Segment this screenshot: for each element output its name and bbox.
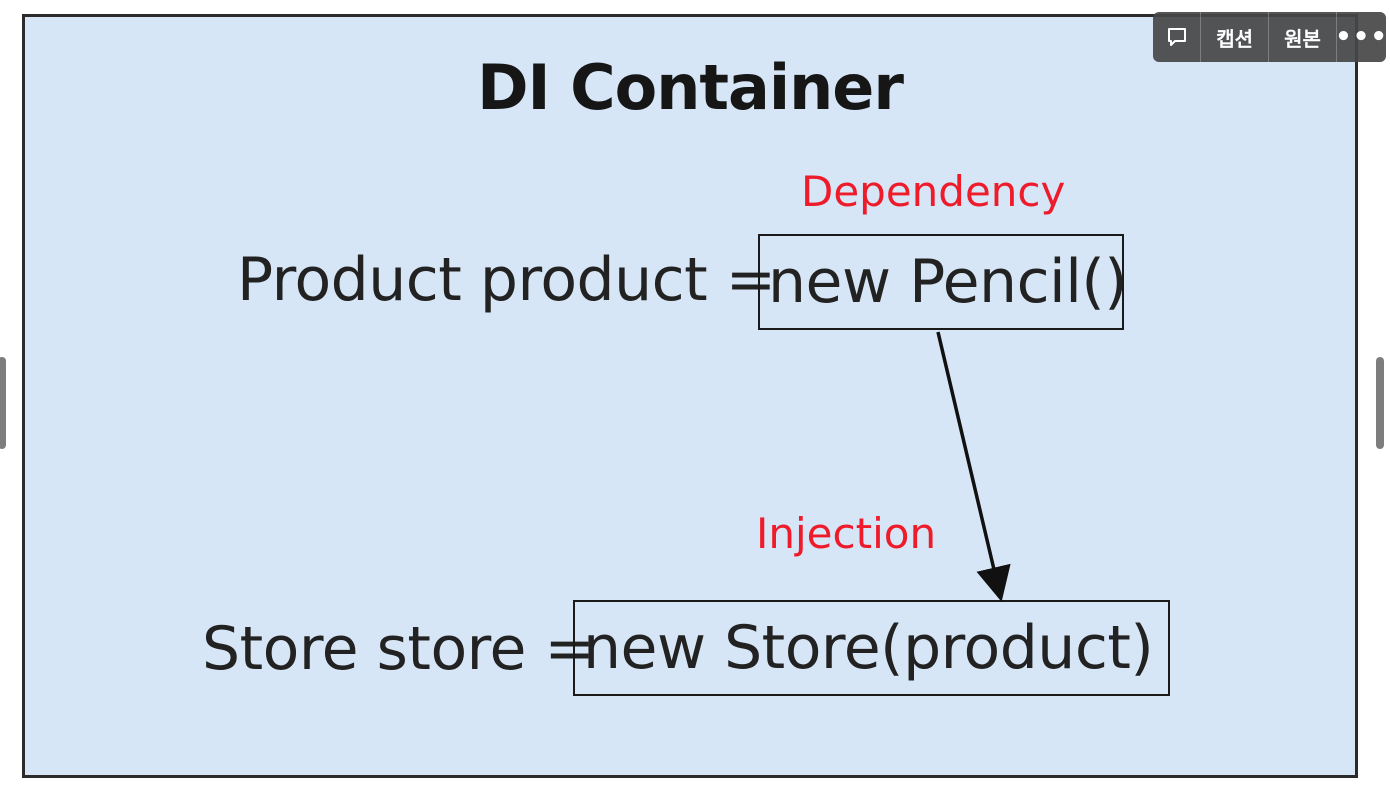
dependency-label: Dependency [801,167,1066,216]
right-resize-handle[interactable] [1376,357,1384,449]
injection-arrow [936,331,1011,602]
left-resize-handle[interactable] [0,357,6,449]
pencil-box: new Pencil() [758,234,1128,330]
speech-bubble-icon [1167,28,1186,46]
store-box: new Store(product) [573,600,1170,696]
store-declaration: Store store = [202,614,595,684]
injection-label: Injection [756,509,937,558]
caption-button[interactable]: 캡션 [1201,12,1270,62]
comment-button[interactable] [1153,12,1202,62]
more-options-button[interactable]: ••• [1335,22,1386,52]
image-toolbar: 캡션 원본 ••• [1153,12,1386,62]
product-declaration: Product product = [237,245,776,315]
diagram-image: DI Container Dependency Product product … [22,14,1358,778]
diagram-title: DI Container [477,51,904,124]
original-button[interactable]: 원본 [1269,12,1337,62]
